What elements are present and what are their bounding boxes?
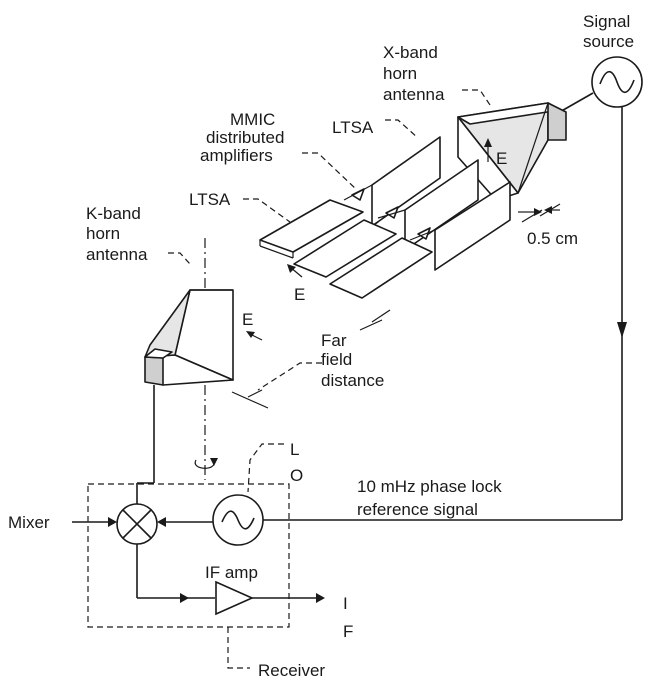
mmic-label-line3: amplifiers — [200, 146, 273, 165]
lo-label-line2: O — [290, 466, 303, 485]
xband-label-line2: horn — [383, 64, 417, 83]
far-field-label-line3: distance — [321, 371, 384, 390]
mmic-label-line2: distributed — [206, 128, 284, 147]
xband-label-line1: X-band — [383, 43, 438, 62]
kband-label-line1: K-band — [86, 204, 141, 223]
far-field-tick-upper — [359, 319, 383, 331]
reference-label-line2: reference signal — [357, 500, 478, 519]
mmic-label-line1: MMIC — [230, 110, 275, 129]
far-field-label-line2: field — [321, 350, 352, 369]
receiver-label: Receiver — [258, 661, 325, 679]
ltsa-array-flat — [259, 199, 433, 299]
ltsa-label-top: LTSA — [332, 118, 374, 137]
local-oscillator — [212, 494, 264, 546]
ltsa-label-left: LTSA — [189, 190, 231, 209]
signal-source — [591, 56, 643, 108]
kband-label-line2: horn — [86, 224, 120, 243]
signal-source-label-line1: Signal — [583, 12, 630, 31]
receiver-leader — [227, 627, 250, 669]
reference-label-line1: 10 mHz phase lock — [357, 477, 502, 496]
if-amp-label: IF amp — [205, 563, 258, 582]
e-field-label-array: E — [294, 285, 305, 304]
spacing-marker — [518, 203, 561, 223]
e-field-label-xband: E — [496, 149, 507, 168]
if-amplifier — [215, 580, 254, 616]
xband-horn-antenna — [457, 102, 567, 201]
e-field-label-kband: E — [242, 310, 253, 329]
signal-source-label-line2: source — [583, 32, 634, 51]
ltsa-left-leader — [243, 198, 291, 223]
far-field-label-line1: Far — [321, 331, 347, 350]
xband-label-line3: antenna — [383, 85, 445, 104]
kband-label-line3: antenna — [86, 245, 148, 264]
lo-label-line1: L — [290, 440, 299, 459]
receiver-box — [87, 483, 290, 628]
if-label-line2: F — [343, 622, 353, 641]
xband-leader — [462, 89, 493, 109]
kband-horn-antenna — [144, 238, 234, 386]
spacing-label: 0.5 cm — [527, 229, 578, 248]
far-field-tick-lower — [247, 389, 263, 398]
mmic-leader — [302, 152, 357, 190]
far-field-leader — [257, 362, 322, 391]
mmic-amplifiers — [343, 184, 436, 241]
source-to-horn-line — [557, 92, 594, 114]
lo-leader — [247, 443, 284, 493]
if-label-line1: I — [343, 594, 348, 613]
kband-leader — [168, 252, 191, 265]
mixer — [116, 503, 158, 545]
reference-feed-arrow — [617, 322, 627, 338]
ltsa-array-vertical — [371, 136, 511, 271]
ltsa-top-leader — [385, 119, 419, 139]
mixer-label: Mixer — [8, 513, 50, 532]
